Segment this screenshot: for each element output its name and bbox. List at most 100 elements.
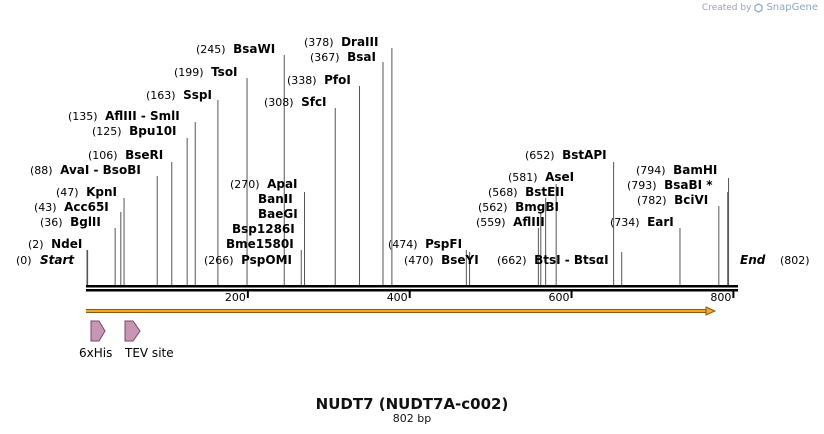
cut-site-kpni[interactable]: (47) KpnI: [56, 185, 117, 199]
cut-site-enzyme-name: BmgBI: [515, 200, 559, 214]
map-length: 802 bp: [392, 412, 432, 425]
cut-site-position: (106): [88, 149, 121, 162]
feature-6xhis-arrow: [90, 320, 106, 342]
cut-site-pfoi[interactable]: (338) PfoI: [287, 73, 351, 87]
cut-site-afliii[interactable]: (559) AflIII: [476, 215, 545, 229]
cut-site-enzyme-name: AvaI - BsoBI: [60, 163, 141, 177]
cut-site-avai-bsobi[interactable]: (88) AvaI - BsoBI: [30, 163, 141, 177]
cut-site-bsawi[interactable]: (245) BsaWI: [196, 42, 275, 56]
cut-site-enzyme-name: NdeI: [51, 237, 82, 251]
cut-site-position: (266): [204, 254, 237, 267]
cut-site-position: (562): [478, 201, 511, 214]
cut-site-sfci[interactable]: (308) SfcI: [264, 95, 327, 109]
cut-site-enzyme-name: PfoI: [324, 73, 351, 87]
map-title: NUDT7 (NUDT7A-c002): [315, 395, 509, 413]
cut-site-enzyme-name: SspI: [183, 88, 212, 102]
feature-tev-site-label: TEV site: [124, 346, 174, 360]
orf-arrow-head: [705, 306, 717, 316]
cut-site-baegi[interactable]: BaeGI: [258, 207, 298, 221]
end-label: End: [740, 253, 766, 267]
feature-tev-site[interactable]: TEV site: [124, 320, 174, 360]
cut-site-position: (367): [310, 51, 343, 64]
cut-site-enzyme-name: AflIII: [513, 215, 545, 229]
cut-site-enzyme-name: Bpu10I: [129, 124, 176, 138]
cut-site-enzyme-name: SfcI: [301, 95, 326, 109]
cut-site-position: (568): [488, 186, 521, 199]
cut-site-enzyme-name: BtsI - BtsαI: [534, 253, 609, 267]
feature-6xhis[interactable]: 6xHis: [79, 320, 112, 360]
cut-site-position: (135): [68, 110, 101, 123]
cut-site-bseyi[interactable]: (470) BseYI: [404, 253, 479, 267]
cut-site-sspi[interactable]: (163) SspI: [146, 88, 212, 102]
credit-label: Created by: [701, 2, 752, 13]
cut-site-enzyme-name: BamHI: [673, 163, 717, 177]
cut-site-bsai[interactable]: (367) BsaI: [310, 50, 376, 64]
cut-site-btsi-bts-i[interactable]: (662) BtsI - BtsαI: [497, 253, 609, 267]
cut-site-draiii[interactable]: (378) DraIII: [304, 35, 378, 49]
cut-site-position: (125): [92, 125, 125, 138]
cut-site-eari[interactable]: (734) EarI: [610, 215, 674, 229]
cut-site-enzyme-name: KpnI: [86, 185, 117, 199]
credit-brand: SnapGene: [766, 2, 818, 13]
cut-site-bme1580i[interactable]: Bme1580I: [226, 237, 294, 251]
cut-site-enzyme-name: DraIII: [341, 35, 378, 49]
feature-tev-site-arrow: [124, 320, 141, 342]
cut-site-bcivi[interactable]: (782) BciVI: [637, 193, 708, 207]
cut-site-enzyme-name: BsaWI: [233, 42, 275, 56]
start-label: Start: [40, 253, 75, 267]
cut-site-pspomi[interactable]: (266) PspOMI: [204, 253, 292, 267]
cut-site-position: (338): [287, 74, 320, 87]
cut-site-enzyme-name: BstAPI: [562, 148, 607, 162]
cut-site-afliii-smli[interactable]: (135) AflIII - SmlI: [68, 109, 180, 123]
cut-site-bstapi[interactable]: (652) BstAPI: [525, 148, 607, 162]
cut-site-position: (43): [34, 201, 60, 214]
cut-site-bmgbi[interactable]: (562) BmgBI: [478, 200, 559, 214]
cut-site-bglii[interactable]: (36) BglII: [40, 215, 101, 229]
cut-site-enzyme-name: PspFI: [425, 237, 462, 251]
cut-site-position: (47): [56, 186, 82, 199]
cut-site-tsoi[interactable]: (199) TsoI: [174, 65, 238, 79]
sequence-backbone-lower: [86, 289, 738, 292]
cut-site-bsteii[interactable]: (568) BstEII: [488, 185, 564, 199]
cut-site-enzyme-name: AflIII - SmlI: [105, 109, 180, 123]
cut-site-position: (474): [388, 238, 421, 251]
cut-site-bsabi[interactable]: (793) BsaBI *: [627, 178, 713, 192]
cut-site-acc65i[interactable]: (43) Acc65I: [34, 200, 109, 214]
cut-site-position: (794): [636, 164, 669, 177]
snapgene-logo-icon: [754, 2, 764, 13]
cut-site-bpu10i[interactable]: (125) Bpu10I: [92, 124, 177, 138]
scale-tick-label-800: 800: [710, 291, 731, 304]
cut-site-position: (2): [28, 238, 47, 251]
cut-site-lines: [87, 48, 730, 285]
cut-site-enzyme-name: BsaI: [347, 50, 376, 64]
cut-site-position: (163): [146, 89, 179, 102]
cut-site-asei[interactable]: (581) AseI: [508, 170, 574, 184]
cut-site-position: (308): [264, 96, 297, 109]
cut-site-enzyme-name: BaeGI: [258, 207, 298, 221]
cut-site-bseri[interactable]: (106) BseRI: [88, 148, 163, 162]
feature-6xhis-label: 6xHis: [79, 346, 112, 360]
cut-site-position: (652): [525, 149, 558, 162]
cut-site-enzyme-name: BsaBI *: [664, 178, 713, 192]
cut-site-enzyme-name: BglII: [70, 215, 101, 229]
cut-site-enzyme-name: BanII: [258, 192, 293, 206]
cut-site-bamhi[interactable]: (794) BamHI: [636, 163, 717, 177]
scale-tick-label-200: 200: [225, 291, 246, 304]
cut-site-enzyme-name: Acc65I: [64, 200, 109, 214]
cut-site-bsp1286i[interactable]: Bsp1286I: [232, 222, 295, 236]
cut-site-enzyme-name: Bme1580I: [226, 237, 294, 251]
cut-site-position: (559): [476, 216, 509, 229]
cut-site-position: (378): [304, 36, 337, 49]
cut-site-apai[interactable]: (270) ApaI: [230, 177, 298, 191]
cut-site-enzyme-name: BseYI: [441, 253, 479, 267]
cut-site-enzyme-name: TsoI: [211, 65, 237, 79]
cut-site-enzyme-name: AseI: [545, 170, 574, 184]
cut-site-pspfi[interactable]: (474) PspFI: [388, 237, 462, 251]
cut-site-banii[interactable]: BanII: [258, 192, 293, 206]
cut-site-position: (470): [404, 254, 437, 267]
cut-site-enzyme-name: EarI: [647, 215, 674, 229]
cut-site-ndei[interactable]: (2) NdeI: [28, 237, 82, 251]
cut-site-position: (662): [497, 254, 530, 267]
